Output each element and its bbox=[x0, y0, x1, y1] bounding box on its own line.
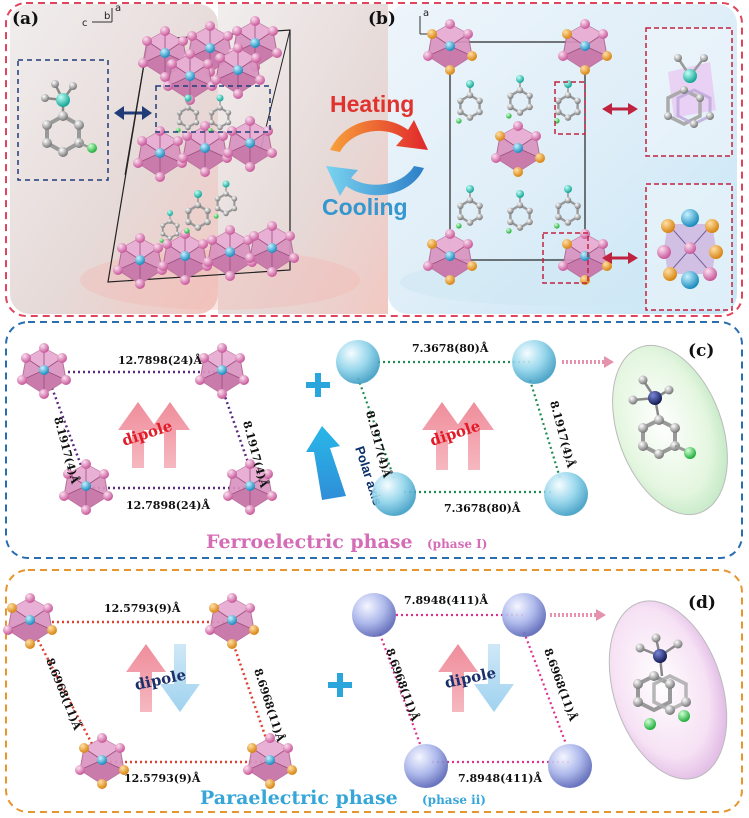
panel-a: (a) c b a bbox=[12, 3, 300, 290]
ferro-cation-highlight-box bbox=[155, 85, 271, 133]
panel-d: (d) 12.5793(9)Å 12.5793(9)Å 8.6968(11)Å … bbox=[2, 569, 743, 813]
para-cation-lattice bbox=[352, 593, 592, 788]
ferro-cation-dist-top: 7.3678(80)Å bbox=[412, 341, 489, 355]
polar-axis-arrow bbox=[306, 426, 346, 500]
cooling-arrow bbox=[326, 166, 424, 196]
heating-label: Heating bbox=[330, 91, 414, 117]
panel-b: (b) a b bbox=[368, 8, 733, 311]
para-dipole-arrows bbox=[126, 644, 200, 712]
ferro-dipole-arrows bbox=[118, 402, 190, 468]
para-cation-highlight-box bbox=[554, 81, 586, 135]
ferro-anion-dist-top: 12.7898(24)Å bbox=[118, 353, 202, 367]
para-anion-dist-top: 12.5793(9)Å bbox=[104, 601, 181, 615]
phase-transition-arrows: Heating Cooling bbox=[322, 91, 428, 220]
ferro-cation-molecule-oval bbox=[612, 344, 728, 516]
ferro-crystal-structure bbox=[107, 15, 300, 290]
para-phase-sub: (phase ii) bbox=[422, 793, 486, 807]
para-anion-lattice bbox=[2, 592, 298, 790]
para-cation-dipole-arrows bbox=[438, 644, 514, 712]
para-plus-sign bbox=[328, 673, 352, 697]
cation-inset-molecule bbox=[41, 80, 97, 157]
para-cation-dist-bottom: 7.8948(411)Å bbox=[458, 771, 542, 785]
heating-arrow bbox=[330, 119, 428, 152]
panel-a-label: (a) bbox=[12, 9, 39, 29]
inset-double-arrow bbox=[114, 106, 152, 120]
para-cation-dist-top: 7.8948(411)Å bbox=[404, 593, 488, 607]
para-phase-title: Paraelectric phase (phase ii) bbox=[200, 787, 486, 809]
ferro-anion-dist-bottom: 12.7898(24)Å bbox=[126, 498, 210, 512]
panel-c: (c) 12.7898(24)Å 12.7898(24)Å 8.1917(4)Å… bbox=[5, 321, 743, 559]
ferro-plus-sign bbox=[306, 373, 330, 397]
axis-a-label: a bbox=[115, 3, 121, 14]
panel-c-label: (c) bbox=[688, 341, 714, 361]
panel-a-axes: c b a bbox=[82, 3, 121, 29]
panel-d-label: (d) bbox=[688, 593, 716, 613]
ferro-cation-dist-bottom: 7.3678(80)Å bbox=[444, 501, 521, 515]
para-molecule-pointer bbox=[550, 609, 606, 621]
ferro-phase-title: Ferroelectric phase (phase I) bbox=[206, 531, 487, 553]
ferro-cation-dipole-arrows bbox=[422, 402, 494, 470]
para-crystal-structure bbox=[422, 18, 613, 286]
para-anion-dist-bottom: 12.5793(9)Å bbox=[124, 771, 201, 785]
axis-b-label: b bbox=[104, 11, 110, 22]
ferro-phase-sub: (phase I) bbox=[427, 537, 487, 551]
para-phase-name: Paraelectric phase bbox=[200, 787, 398, 809]
axis-a-label-b: a bbox=[423, 8, 429, 19]
cation-inset-box bbox=[17, 59, 109, 181]
para-octa-highlight-box bbox=[542, 232, 589, 284]
panel-b-arrow-top bbox=[602, 103, 638, 115]
para-cation-molecule-oval bbox=[608, 600, 728, 780]
cooling-label: Cooling bbox=[322, 194, 408, 220]
ferro-anion-lattice bbox=[16, 342, 278, 516]
panel-b-label: (b) bbox=[368, 9, 396, 29]
ferro-molecule-pointer bbox=[562, 356, 614, 368]
axis-c-label: c bbox=[82, 18, 88, 29]
top-panel-border bbox=[5, 2, 743, 317]
ferro-phase-name: Ferroelectric phase bbox=[206, 531, 413, 553]
panel-b-arrow-bottom bbox=[602, 252, 638, 264]
ferro-cation-lattice bbox=[336, 340, 588, 516]
